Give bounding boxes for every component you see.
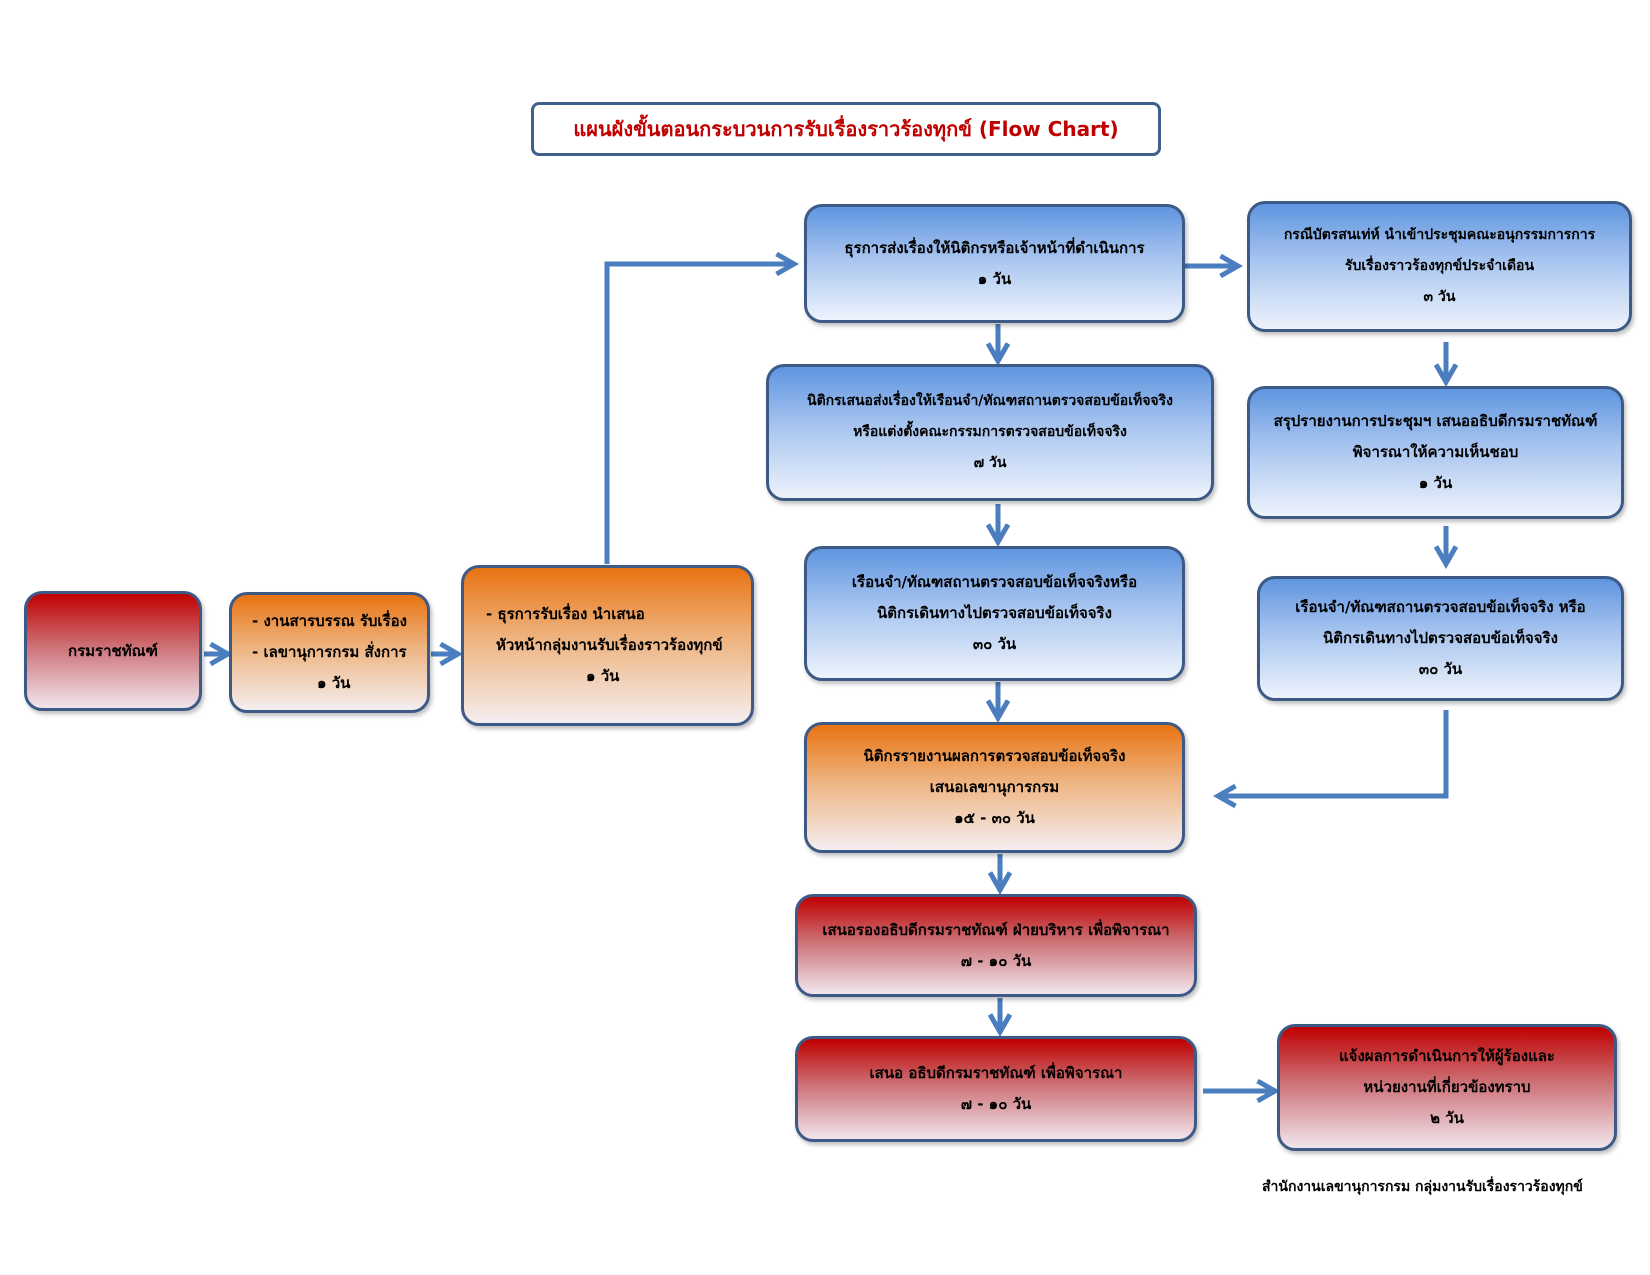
arrow-clerk-to-send <box>604 251 800 564</box>
page-title: แผนผังขั้นตอนกระบวนการรับเรื่องราวร้องทุ… <box>531 102 1161 156</box>
box-deputy: เสนอรองอธิบดีกรมราชทัณฑ์ ฝ่ายบริหาร เพื่… <box>795 894 1197 997</box>
box-receive: - งานสารบรรณ รับเรื่อง - เลขานุการกรม สั… <box>229 592 430 713</box>
box-department: กรมราชทัณฑ์ <box>24 591 202 711</box>
box-legal-report: นิติกรรายงานผลการตรวจสอบข้อเท็จจริง เสนอ… <box>804 722 1185 853</box>
box-prison-check-right: เรือนจำ/ทัณฑสถานตรวจสอบข้อเท็จจริง หรือ … <box>1257 576 1624 701</box>
box-clerk-present: - ธุรการรับเรื่อง นำเสนอ หัวหน้ากลุ่มงาน… <box>461 565 754 726</box>
box-prison-check-left: เรือนจำ/ทัณฑสถานตรวจสอบข้อเท็จจริงหรือ น… <box>804 546 1185 681</box>
box-legal-send: นิติกรเสนอส่งเรื่องให้เรือนจำ/ทัณฑสถานตร… <box>766 364 1214 501</box>
box-anonymous: กรณีบัตรสนเท่ห์ นำเข้าประชุมคณะอนุกรรมกา… <box>1247 201 1632 332</box>
box-notify: แจ้งผลการดำเนินการให้ผู้ร้องและ หน่วยงาน… <box>1277 1024 1617 1151</box>
box-director: เสนอ อธิบดีกรมราชทัณฑ์ เพื่อพิจารณา ๗ - … <box>795 1036 1197 1142</box>
arrow-prison-right-to-report <box>1212 710 1449 809</box>
box-summary: สรุปรายงานการประชุมฯ เสนออธิบดีกรมราชทัณ… <box>1247 386 1624 519</box>
box-clerk-send: ธุรการส่งเรื่องให้นิติกรหรือเจ้าหน้าที่ด… <box>804 204 1185 323</box>
footer-credit: สำนักงานเลขานุการกรม กลุ่มงานรับเรื่องรา… <box>1262 1179 1583 1195</box>
